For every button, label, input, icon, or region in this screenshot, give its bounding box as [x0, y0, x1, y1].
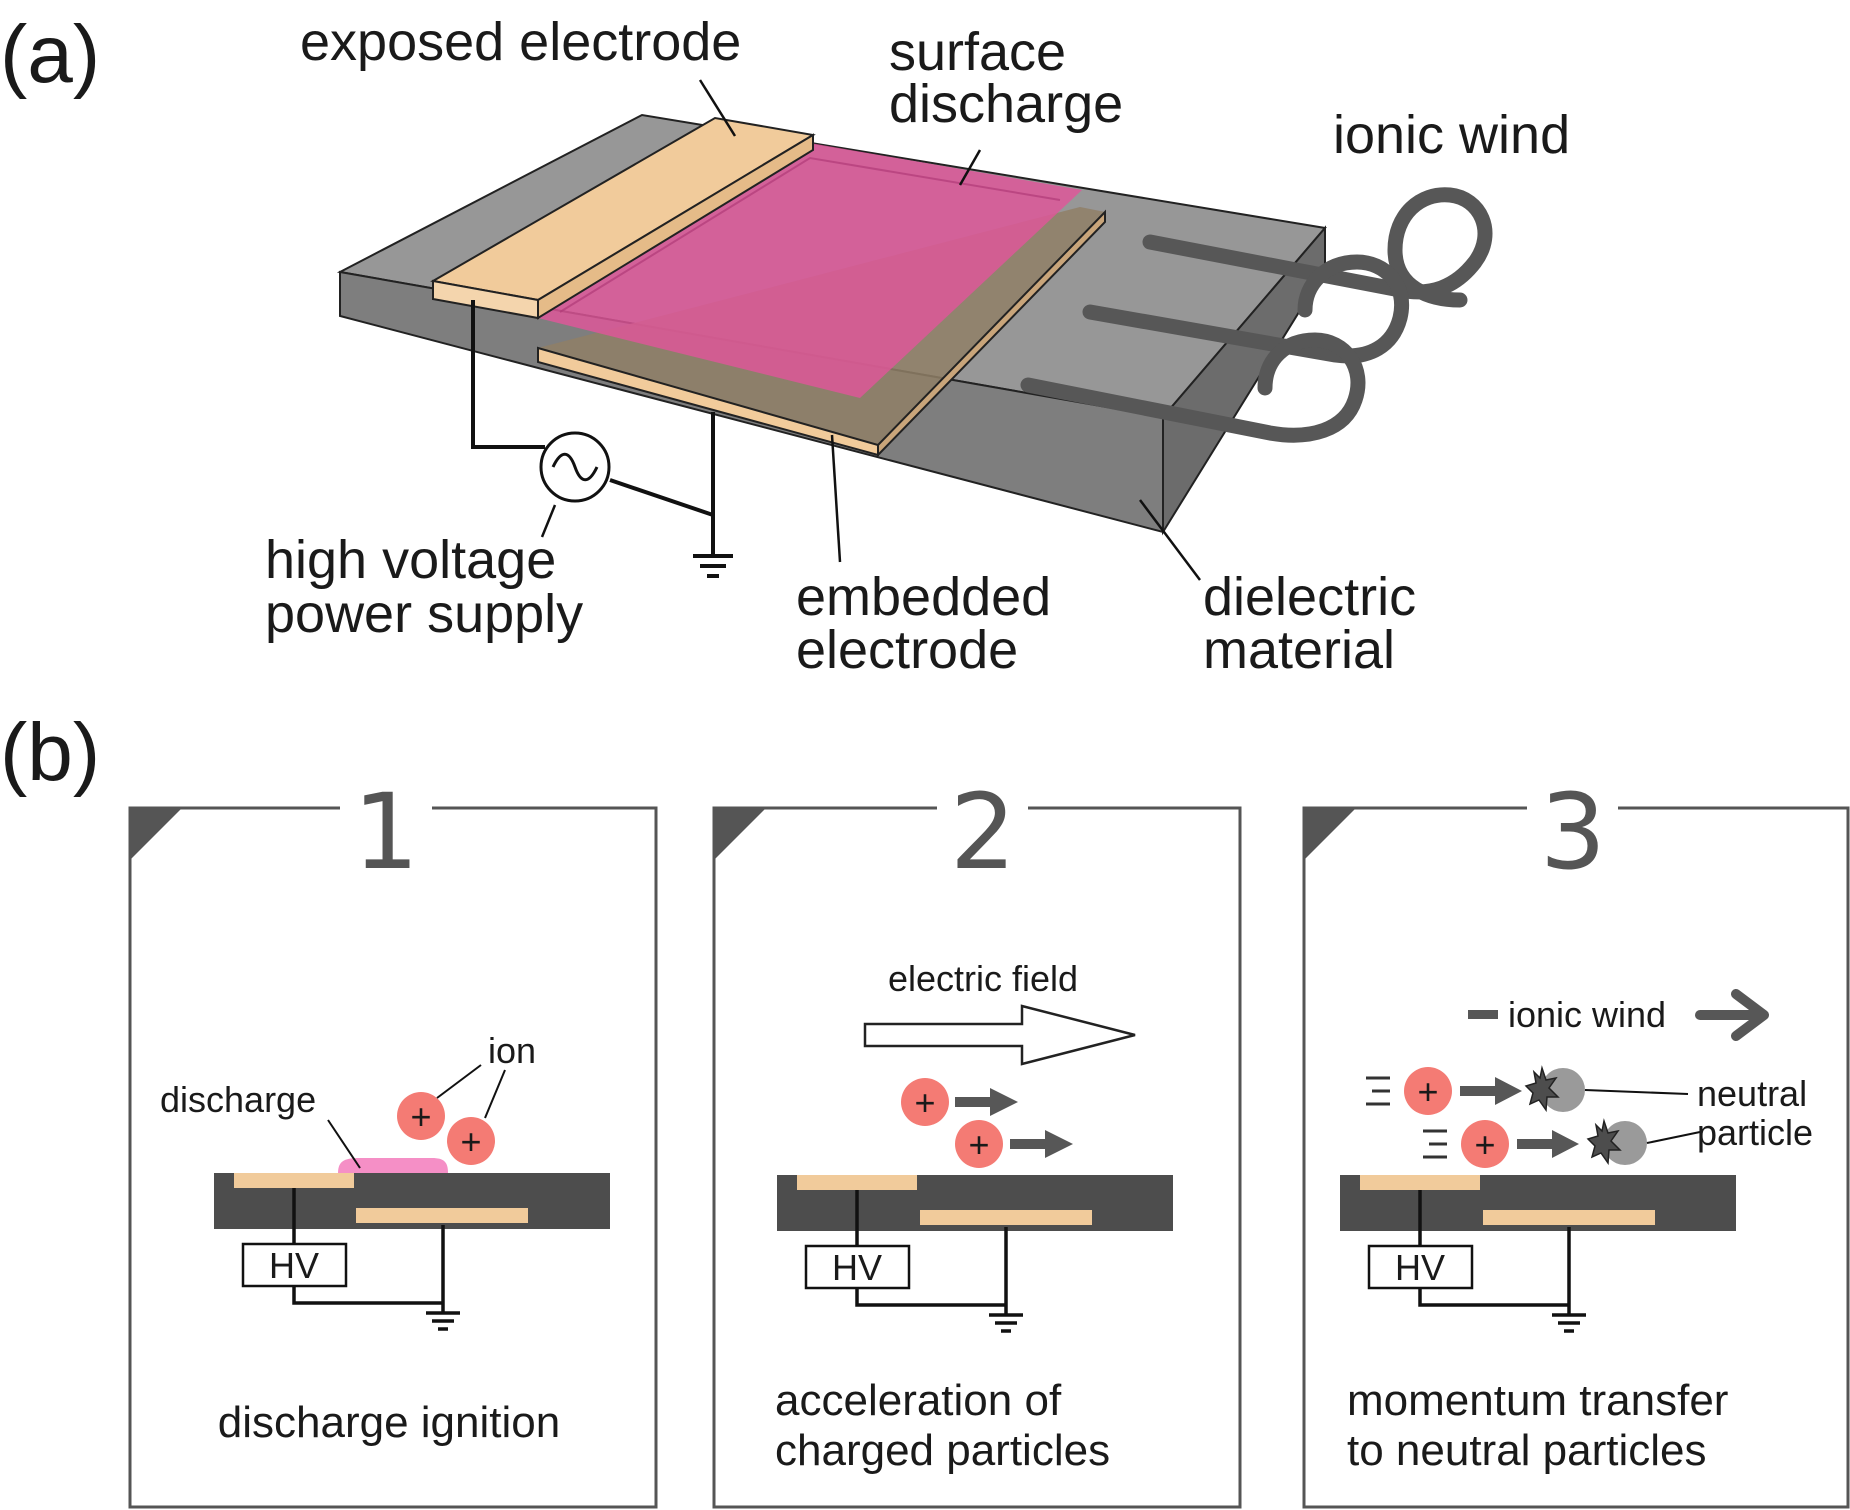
panel-caption-line1: discharge ignition [218, 1398, 560, 1447]
motion-arrow [955, 1088, 1018, 1116]
device-cross-section: HV [214, 1158, 610, 1331]
embedded-electrode [920, 1210, 1092, 1225]
svg-text:+: + [1474, 1124, 1495, 1165]
collision-burst-icon [1524, 1065, 1560, 1113]
ion-particle: + [447, 1117, 495, 1165]
panel-caption-line1: momentum transfer [1347, 1376, 1728, 1425]
panel-3: 3 ionic wind + + [1302, 771, 1850, 1509]
surface-discharge-region [538, 143, 1082, 398]
hv-box [1367, 1244, 1474, 1290]
ionic-wind-dash [1468, 1010, 1498, 1019]
svg-text:+: + [460, 1121, 481, 1162]
device-cross-section: HV [777, 1175, 1173, 1333]
panel-corner-mark [1304, 808, 1356, 860]
ionic-wind-swirls [1020, 187, 1493, 443]
electric-field-label: electric field [888, 958, 1078, 999]
ion-particle: + [901, 1078, 949, 1126]
ion-particle: + [397, 1092, 445, 1140]
embedded-electrode-side [877, 209, 1106, 458]
panel-caption-line1: acceleration of [775, 1376, 1062, 1425]
ionic-wind-arrow [1695, 989, 1769, 1041]
panel-1: 1 HV + + [128, 771, 658, 1509]
leader-lines [540, 79, 1201, 581]
speed-lines [1423, 1129, 1447, 1159]
discharge-label: discharge [160, 1079, 316, 1120]
panel-corner-mark [714, 808, 766, 860]
collision-burst-icon [1586, 1118, 1622, 1166]
svg-text:+: + [914, 1082, 935, 1123]
svg-text:+: + [968, 1124, 989, 1165]
embedded-electrode-label-line1: embedded [796, 567, 1051, 627]
motion-arrow [1517, 1130, 1579, 1158]
panel-number: 2 [950, 771, 1016, 893]
ion-particle: + [1404, 1067, 1452, 1115]
power-supply-label-line2: power supply [265, 584, 583, 644]
embedded-electrode [1483, 1210, 1655, 1225]
power-supply-label-line1: high voltage [265, 530, 556, 590]
surface-discharge-label-line2: discharge [889, 74, 1123, 134]
discharge-glow [338, 1158, 448, 1173]
dielectric-label-line2: material [1203, 620, 1395, 680]
neutral-particle-label-line1: neutral [1697, 1073, 1807, 1114]
surface-discharge-label-line1: surface [889, 22, 1066, 82]
hv-box [241, 1242, 348, 1288]
hv-label: HV [269, 1245, 319, 1286]
hv-label: HV [832, 1247, 882, 1288]
motion-arrow [1460, 1077, 1522, 1105]
ion-particle: + [955, 1120, 1003, 1168]
ac-source-icon [539, 431, 611, 503]
ion-particle: + [1461, 1120, 1509, 1168]
motion-arrow [1010, 1130, 1073, 1158]
panel-caption-line2: charged particles [775, 1426, 1110, 1475]
ionic-wind-label: ionic wind [1333, 105, 1570, 165]
surface-discharge-outline [559, 156, 1061, 313]
panel-number: 3 [1540, 771, 1606, 893]
neutral-particle-label-line2: particle [1697, 1112, 1813, 1153]
panel-caption-line2: to neutral particles [1347, 1426, 1707, 1475]
exposed-electrode [797, 1175, 917, 1190]
exposed-electrode-side [537, 133, 814, 320]
exposed-electrode [234, 1173, 354, 1188]
embedded-electrode-label-line2: electrode [796, 620, 1018, 680]
ion-label: ion [488, 1030, 536, 1071]
exposed-electrode [1360, 1175, 1480, 1190]
dielectric-label-line1: dielectric [1203, 567, 1416, 627]
embedded-electrode [356, 1208, 528, 1223]
panel-2: 2 electric field + + HV [712, 771, 1242, 1509]
part-a-tag: (a) [0, 9, 100, 100]
speed-lines [1366, 1076, 1390, 1106]
device-cross-section: HV [1340, 1175, 1736, 1333]
svg-text:+: + [1417, 1071, 1438, 1112]
exposed-electrode-label: exposed electrode [300, 12, 741, 72]
hv-label: HV [1395, 1247, 1445, 1288]
electric-field-arrow [863, 1004, 1136, 1066]
panel-corner-mark [130, 808, 182, 860]
power-wiring [471, 300, 733, 578]
ionic-wind-label: ionic wind [1508, 994, 1666, 1035]
panel-number: 1 [353, 771, 419, 893]
part-a-labels: exposed electrode surface discharge ioni… [265, 12, 1570, 680]
svg-text:+: + [410, 1096, 431, 1137]
actuator-3d-illustration [336, 79, 1493, 581]
hv-box [804, 1244, 911, 1290]
part-b-tag: (b) [0, 707, 100, 798]
